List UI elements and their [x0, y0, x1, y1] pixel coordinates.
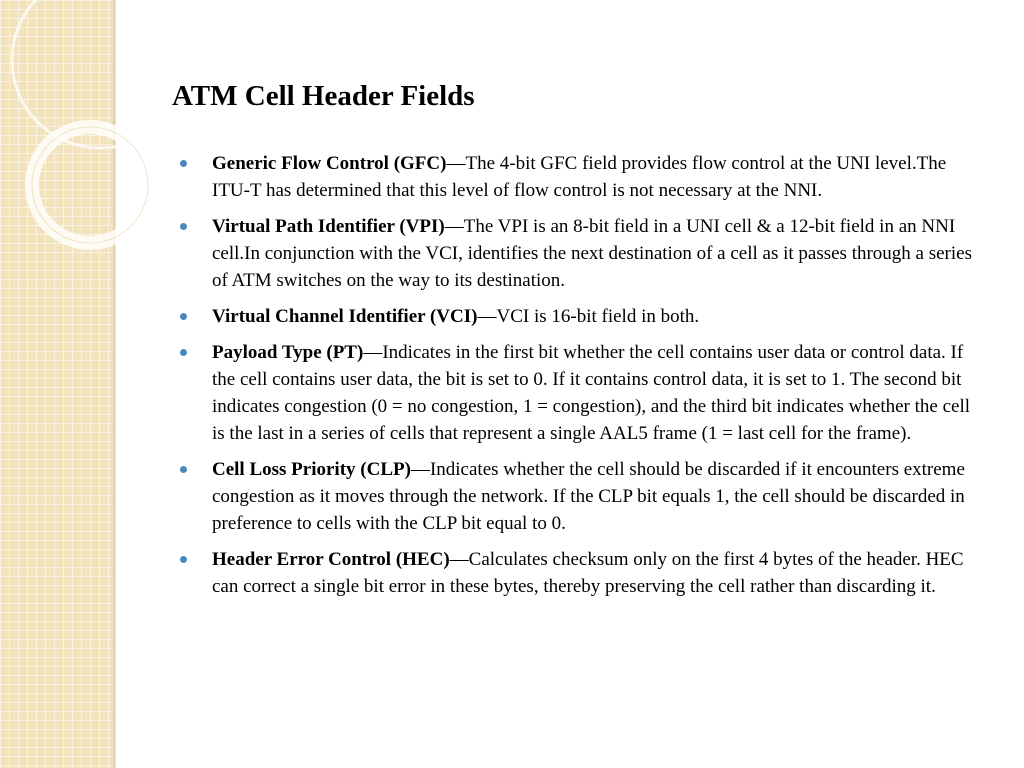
bullet-item-vci: Virtual Channel Identifier (VCI)—VCI is …	[180, 303, 980, 330]
decorative-circles	[10, 0, 190, 250]
bullet-description: —Calculates checksum only on the first 4…	[212, 549, 964, 598]
bullet-term: Generic Flow Control (GFC)	[212, 153, 447, 174]
bullet-item-pt: Payload Type (PT)—Indicates in the first…	[180, 339, 980, 448]
slide-title: ATM Cell Header Fields	[172, 80, 475, 112]
decorative-circle-large	[10, 0, 190, 150]
bullet-description: —VCI is 16-bit field in both.	[477, 306, 700, 328]
side-band-edge	[113, 0, 116, 768]
bullet-term: Virtual Path Identifier (VPI)	[212, 215, 445, 237]
decorative-circle-small	[25, 120, 155, 250]
bullet-item-vpi: Virtual Path Identifier (VPI)—The VPI is…	[180, 213, 980, 295]
bullet-term: Virtual Channel Identifier (VCI)	[212, 306, 478, 328]
bullet-dot-icon	[180, 160, 187, 167]
bullet-description: —Indicates whether the cell should be di…	[212, 459, 965, 535]
bullet-description: —The VPI is an 8-bit field in a UNI cell…	[212, 215, 972, 292]
bullet-dot-icon	[180, 556, 187, 564]
bullet-term: Header Error Control (HEC)	[212, 549, 450, 571]
bullet-description: —The 4-bit GFC field provides flow contr…	[212, 153, 947, 202]
bullet-dot-icon	[180, 313, 187, 321]
bullet-dot-icon	[180, 222, 187, 230]
bullet-term: Cell Loss Priority (CLP)	[212, 459, 411, 481]
bullet-dot-icon	[180, 348, 187, 356]
bullet-list: Generic Flow Control (GFC)—The 4-bit GFC…	[180, 150, 980, 609]
bullet-item-hec: Header Error Control (HEC)—Calculates ch…	[180, 546, 980, 600]
bullet-dot-icon	[180, 466, 187, 474]
bullet-term: Payload Type (PT)	[212, 341, 364, 363]
bullet-item-clp: Cell Loss Priority (CLP)—Indicates wheth…	[180, 456, 980, 538]
bullet-item-gfc: Generic Flow Control (GFC)—The 4-bit GFC…	[180, 150, 980, 204]
bullet-description: —Indicates in the first bit whether the …	[212, 341, 971, 445]
decorative-circle-small-outline	[31, 126, 149, 244]
